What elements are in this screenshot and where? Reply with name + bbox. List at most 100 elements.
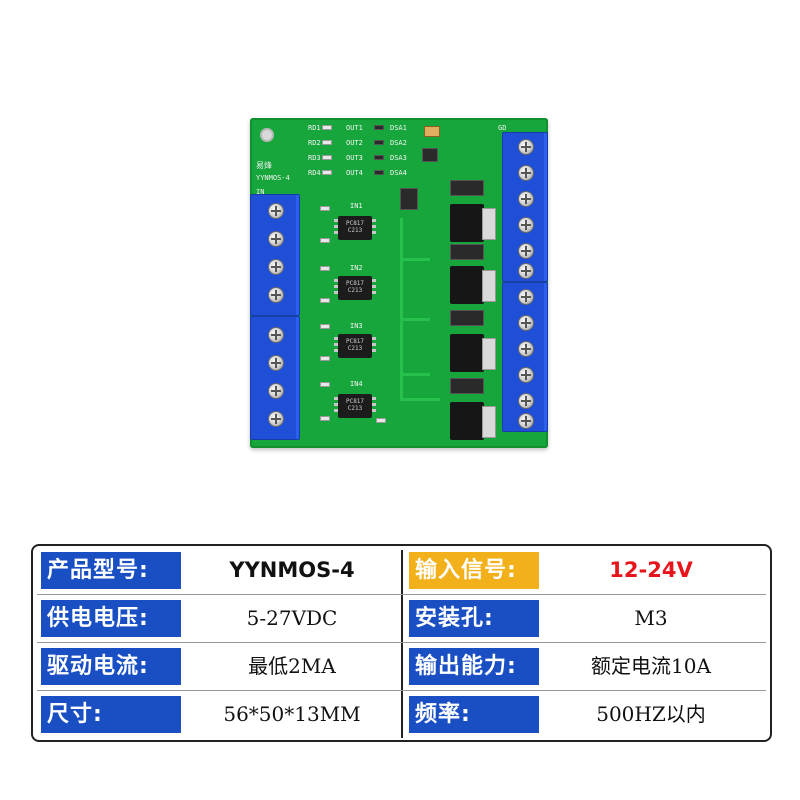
optocoupler: PC817 C213 — [334, 394, 376, 418]
resistor — [322, 170, 332, 175]
spec-value: 5-27VDC — [246, 606, 338, 630]
divider — [37, 690, 766, 691]
resistor — [320, 356, 330, 361]
out-label: OUT3 — [346, 154, 363, 162]
ds-label: DSA2 — [390, 139, 407, 147]
terminal-screw — [268, 327, 284, 343]
gd-label: GD — [498, 124, 507, 132]
board-model: YYNMOS-4 — [256, 174, 290, 182]
terminal-screw — [518, 165, 534, 181]
regulator — [422, 148, 438, 162]
mounting-hole — [260, 128, 274, 142]
mosfet — [450, 266, 496, 304]
trace — [400, 258, 430, 261]
spec-value: 额定电流10A — [591, 654, 711, 678]
board-brand: 易烽 — [256, 161, 272, 170]
terminal-screw — [268, 411, 284, 427]
diode — [450, 244, 484, 260]
spec-row: 产品型号: YYNMOS-4 输入信号: 12-24V — [33, 546, 770, 595]
out-label: OUT1 — [346, 124, 363, 132]
optocoupler: PC817 C213 — [334, 334, 376, 358]
spec-value: 56*50*13MM — [223, 702, 361, 726]
diode — [450, 310, 484, 326]
pcb-board: 易烽 YYNMOS-4 IN GD RD1 RD2 RD3 RD4 OUT1 O… — [250, 118, 548, 448]
divider — [37, 642, 766, 643]
terminal-screw — [518, 263, 534, 279]
ds-label: DSA3 — [390, 154, 407, 162]
terminal-screw — [268, 355, 284, 371]
diode — [374, 140, 384, 145]
spec-row: 尺寸: 56*50*13MM 频率: 500HZ以内 — [33, 690, 770, 739]
capacitor — [424, 126, 440, 137]
out-label: OUT4 — [346, 169, 363, 177]
spec-label: 输出能力: — [409, 648, 539, 685]
terminal-screw — [518, 289, 534, 305]
spec-table: 产品型号: YYNMOS-4 输入信号: 12-24V 供电电压: 5-27VD… — [31, 544, 772, 742]
diode — [450, 180, 484, 196]
mosfet — [450, 334, 496, 372]
terminal-screw — [518, 191, 534, 207]
spec-label: 频率: — [409, 696, 539, 733]
terminal-screw — [268, 231, 284, 247]
trace — [400, 373, 430, 376]
resistor — [320, 416, 330, 421]
spec-label: 供电电压: — [41, 600, 181, 637]
resistor — [322, 140, 332, 145]
terminal-screw — [518, 139, 534, 155]
resistor — [320, 206, 330, 211]
resistor — [322, 125, 332, 130]
in-label: IN4 — [350, 380, 363, 388]
input-terminal-block — [250, 194, 300, 316]
resistor — [320, 382, 330, 387]
diode — [374, 170, 384, 175]
in-label: IN1 — [350, 202, 363, 210]
terminal-screw — [518, 367, 534, 383]
divider — [401, 550, 403, 738]
trace — [400, 398, 440, 401]
terminal-screw — [268, 203, 284, 219]
spec-label: 输入信号: — [409, 552, 539, 589]
rd-label: RD2 — [308, 139, 321, 147]
out-label: OUT2 — [346, 139, 363, 147]
in-label: IN2 — [350, 264, 363, 272]
terminal-screw — [518, 341, 534, 357]
optocoupler: PC817 C213 — [334, 216, 376, 240]
resistor — [320, 298, 330, 303]
terminal-screw — [518, 393, 534, 409]
spec-label: 安装孔: — [409, 600, 539, 637]
terminal-screw — [518, 243, 534, 259]
resistor — [320, 238, 330, 243]
rd-label: RD1 — [308, 124, 321, 132]
mosfet — [450, 204, 496, 242]
terminal-screw — [268, 287, 284, 303]
spec-row: 驱动电流: 最低2MA 输出能力: 额定电流10A — [33, 642, 770, 691]
terminal-screw — [268, 259, 284, 275]
resistor — [320, 266, 330, 271]
mosfet — [450, 402, 496, 440]
spec-value: 12-24V — [609, 558, 693, 582]
regulator — [400, 188, 418, 210]
spec-value: 最低2MA — [248, 654, 336, 678]
trace — [400, 318, 430, 321]
spec-label: 驱动电流: — [41, 648, 181, 685]
spec-value: 500HZ以内 — [596, 702, 706, 726]
divider — [37, 594, 766, 595]
spec-value: M3 — [634, 606, 668, 630]
ds-label: DSA4 — [390, 169, 407, 177]
spec-label: 尺寸: — [41, 696, 181, 733]
terminal-screw — [518, 315, 534, 331]
rd-label: RD4 — [308, 169, 321, 177]
resistor — [376, 418, 386, 423]
spec-label: 产品型号: — [41, 552, 181, 589]
input-terminal-block — [250, 316, 300, 440]
diode — [374, 125, 384, 130]
resistor — [320, 324, 330, 329]
spec-value: YYNMOS-4 — [229, 558, 355, 582]
ds-label: DSA1 — [390, 124, 407, 132]
terminal-screw — [518, 413, 534, 429]
output-terminal-block — [502, 282, 548, 432]
spec-row: 供电电压: 5-27VDC 安装孔: M3 — [33, 594, 770, 643]
terminal-screw — [268, 383, 284, 399]
diode — [374, 155, 384, 160]
optocoupler: PC817 C213 — [334, 276, 376, 300]
